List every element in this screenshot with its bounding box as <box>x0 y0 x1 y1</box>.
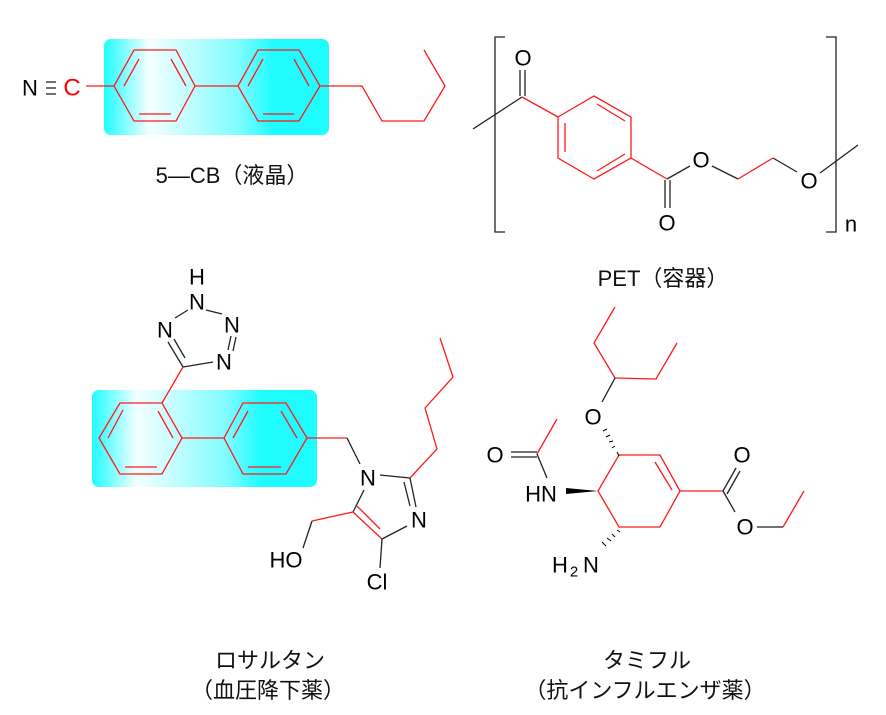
atom-ho: HO <box>270 548 303 573</box>
atom-cl: Cl <box>367 570 388 595</box>
bonds-red <box>521 95 774 180</box>
molecule-use-label: （血圧降下薬） <box>191 678 345 703</box>
triple-bond <box>46 81 56 95</box>
hash-bonds <box>601 428 621 547</box>
atom-c: C <box>63 75 80 102</box>
atom-n: N <box>224 313 240 338</box>
atom-o: O <box>584 405 601 430</box>
atom-h: H <box>552 553 568 578</box>
atom-n: N <box>583 553 599 578</box>
subscript-2: 2 <box>570 564 578 581</box>
atom-h: H <box>189 265 205 290</box>
bonds-black <box>472 70 859 208</box>
atom-o: O <box>733 443 750 468</box>
bonds <box>86 49 446 122</box>
molecule-label: PET（容器） <box>598 266 729 291</box>
bonds-black <box>167 309 417 569</box>
atom-o: O <box>658 211 675 236</box>
biphenyl-highlight <box>104 39 329 135</box>
repeat-n: n <box>845 212 857 237</box>
atom-h2n: H 2 N <box>552 553 599 581</box>
atom-n: N <box>22 76 38 101</box>
atom-n: N <box>216 350 232 375</box>
atom-o: O <box>692 148 709 173</box>
bonds-red <box>98 337 454 540</box>
molecule-tamiflu: O O HN H 2 N O O タミフル （抗インフルエンザ薬） <box>486 306 805 703</box>
atom-hn: HN <box>525 482 557 507</box>
bonds-black <box>511 377 783 528</box>
atom-o: O <box>800 169 817 194</box>
atom-n: N <box>360 466 376 491</box>
brackets <box>494 36 837 233</box>
atom-n: N <box>157 318 173 343</box>
molecule-label: ロサルタン <box>215 648 325 673</box>
molecule-label: 5—CB（液晶） <box>156 163 309 188</box>
atom-o: O <box>736 515 753 540</box>
wedge-bond <box>566 488 598 494</box>
bonds-red <box>536 306 805 528</box>
atom-o: O <box>514 46 531 71</box>
atom-n: N <box>189 290 205 315</box>
molecule-5cb: N C 5—CB（液晶） <box>22 39 446 188</box>
atom-o: O <box>486 443 503 468</box>
atom-n: N <box>411 508 427 533</box>
molecule-label: タミフル <box>603 648 691 673</box>
molecule-pet: n O O O O PET（容器） <box>472 36 859 291</box>
molecule-losartan: H N N N N N N HO Cl <box>92 265 454 703</box>
molecule-use-label: （抗インフルエンザ薬） <box>524 678 765 703</box>
